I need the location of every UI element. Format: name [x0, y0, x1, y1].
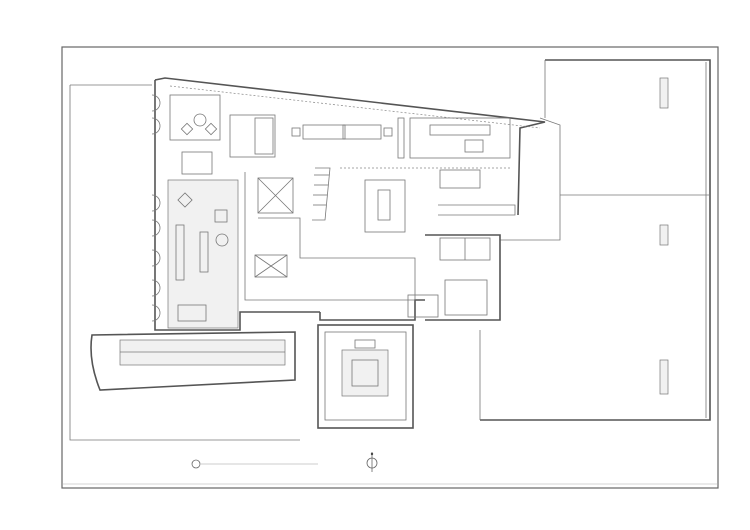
stair-marker-top [659, 77, 669, 109]
stair-marker-mid [659, 224, 669, 246]
service-rooms [407, 237, 491, 318]
gallery-corridor [244, 172, 416, 301]
stair-core [257, 167, 406, 233]
building-outline [154, 77, 546, 331]
drawing-number-bubble-icon [191, 459, 201, 469]
room-library [169, 94, 221, 175]
site-outline [479, 59, 711, 421]
room-dining [291, 124, 393, 140]
facade-windows [151, 94, 161, 322]
sheet-border [61, 46, 719, 489]
room-living [167, 179, 239, 329]
stair-marker-bottom [659, 359, 669, 395]
drawing-title [191, 459, 318, 469]
room-kitchen [340, 167, 516, 216]
garden-boundary [69, 84, 300, 441]
stair-tower [317, 324, 414, 429]
room-bedroom [229, 114, 276, 158]
room-family [397, 117, 511, 159]
terrace [90, 331, 296, 391]
north-arrow-icon [366, 452, 378, 472]
